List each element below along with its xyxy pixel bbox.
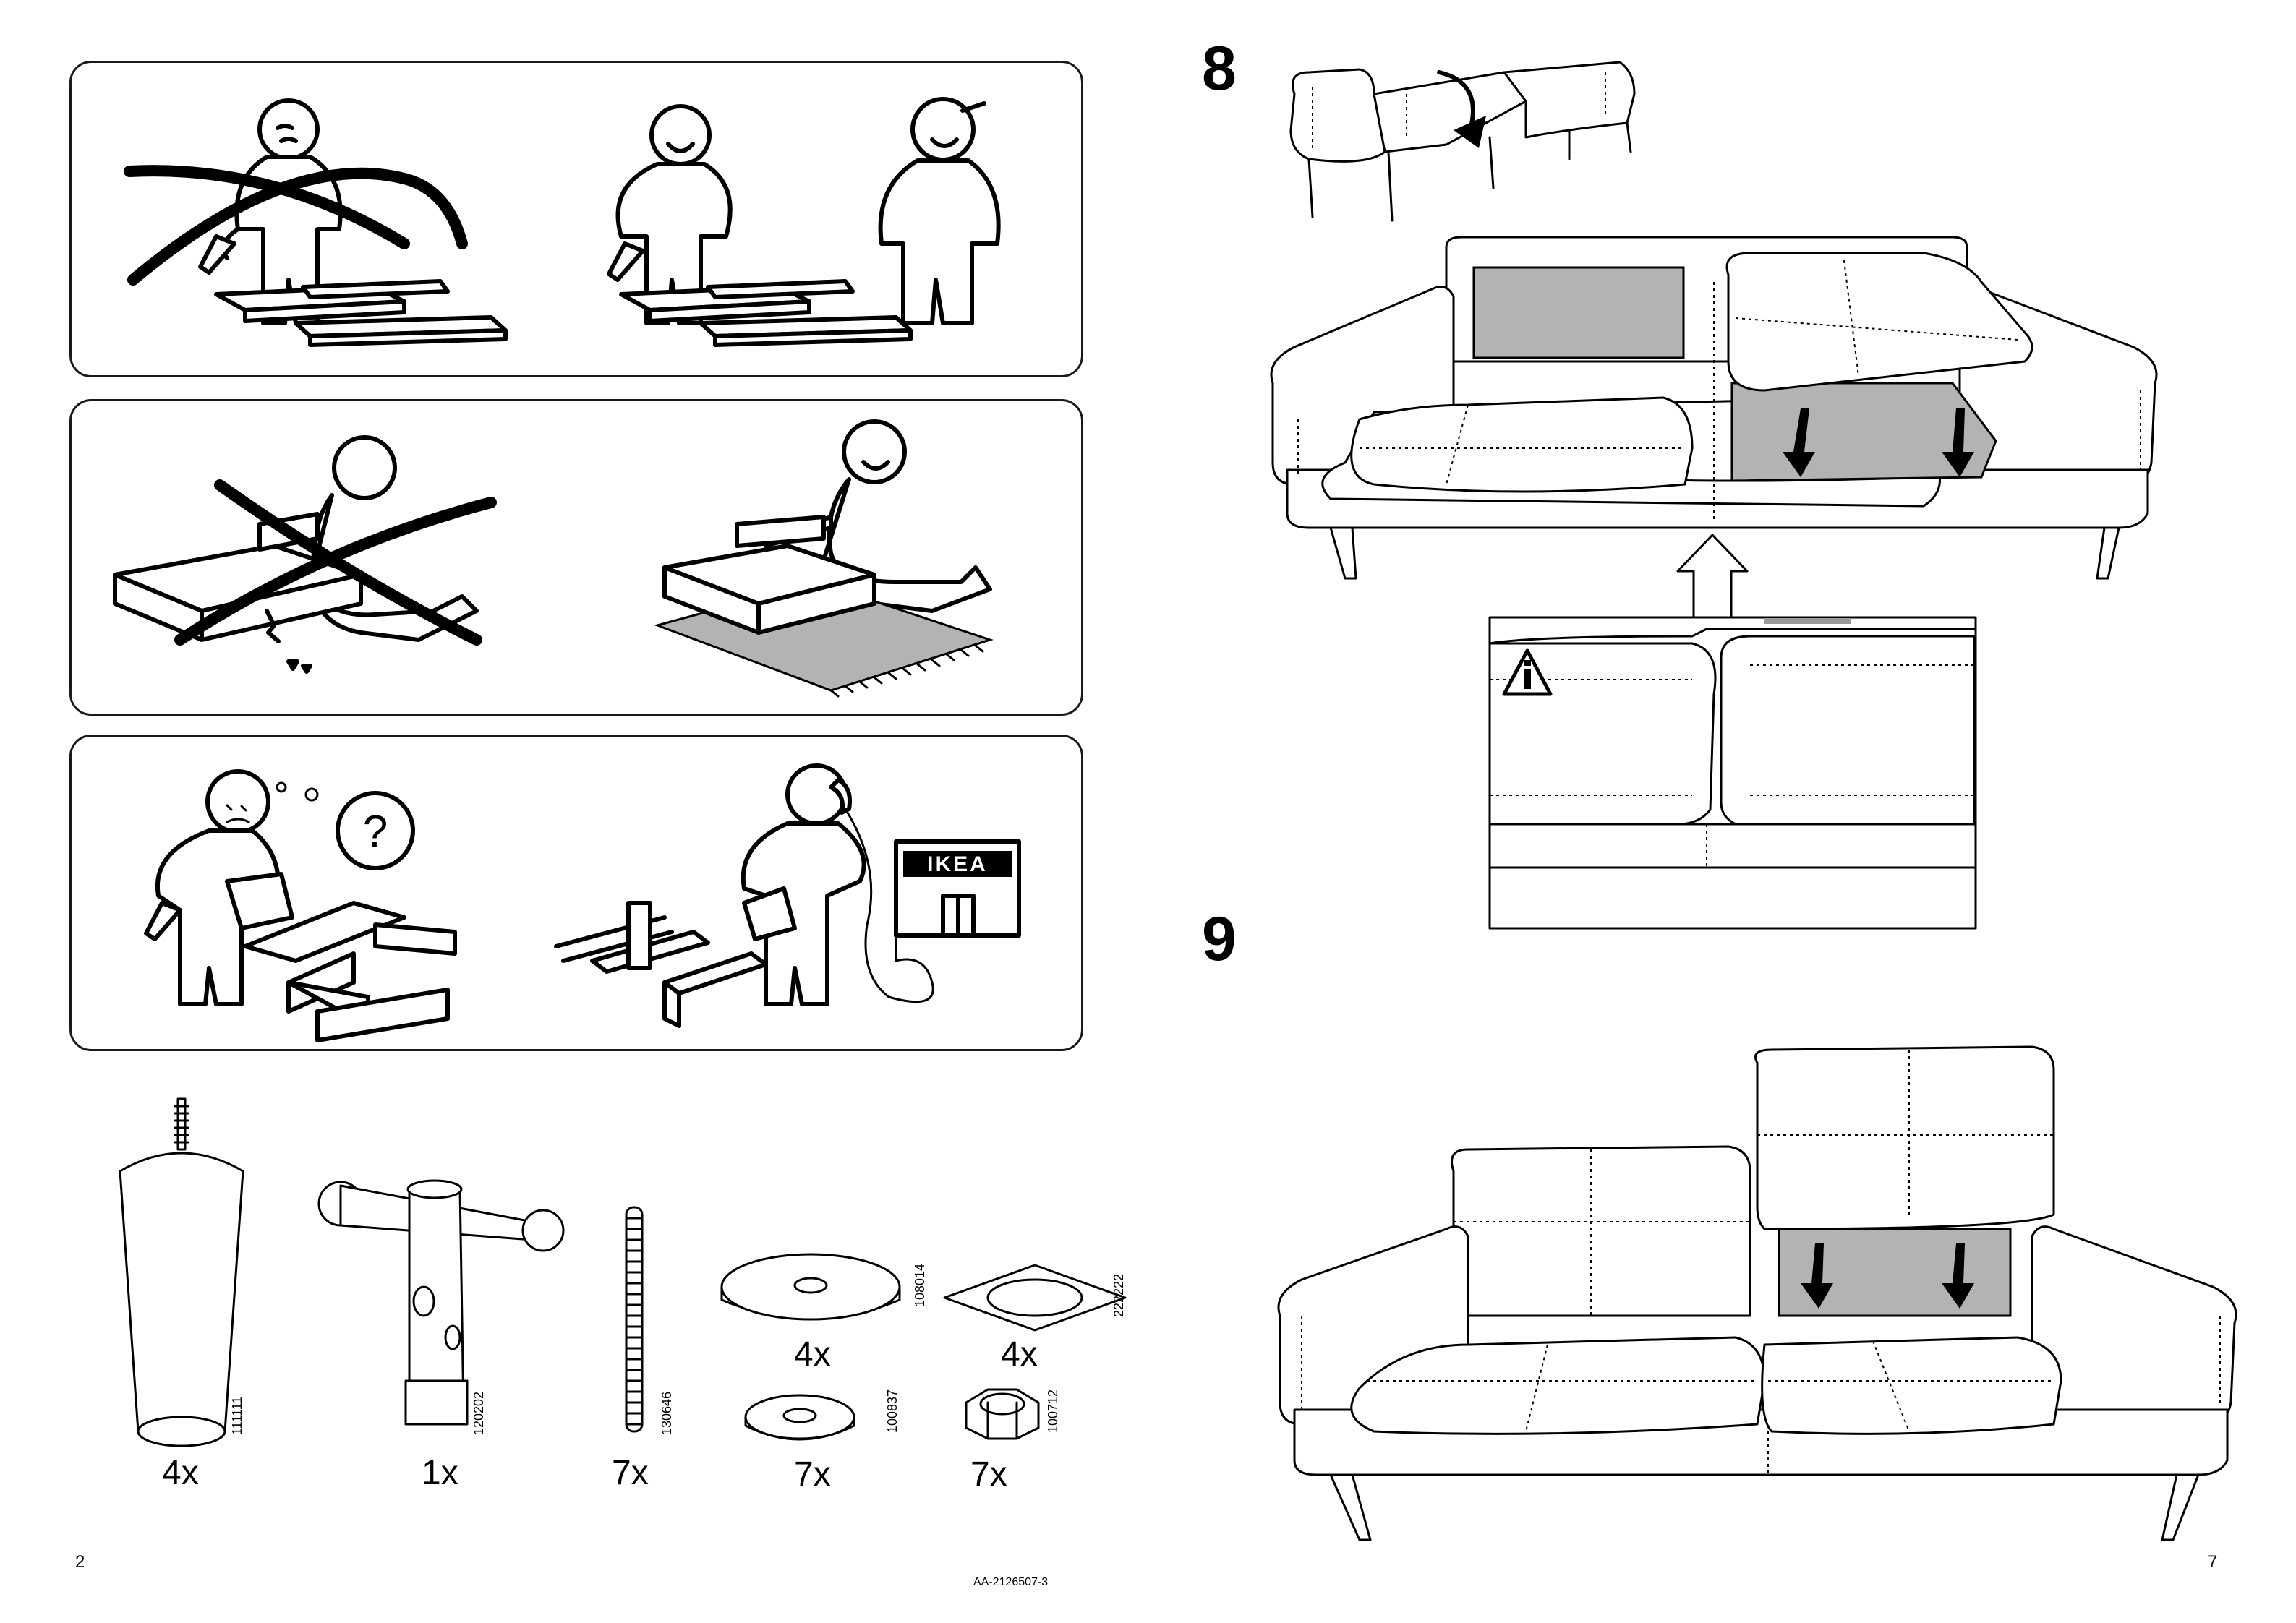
boards-left [216, 281, 505, 345]
step-9-illustration [1229, 1041, 2278, 1547]
threaded-rod-code: 130646 [660, 1392, 675, 1435]
panel-protect-floor [69, 399, 1083, 716]
large-washer-illustration [722, 1254, 900, 1319]
sofa-step-9 [1279, 1047, 2236, 1540]
question-mark: ? [363, 807, 388, 857]
pad-illustration [944, 1265, 1125, 1330]
box-spanner-quantity: 1x [422, 1453, 458, 1493]
nut-code: 100712 [1046, 1389, 1061, 1433]
leg-quantity: 4x [162, 1453, 199, 1493]
page-number-right: 7 [2208, 1552, 2217, 1572]
frame-damaged [115, 514, 361, 672]
threaded-rod-quantity: 7x [612, 1453, 649, 1493]
washer-illustration [746, 1395, 854, 1439]
box-spanner-code: 120202 [471, 1392, 487, 1435]
store-sign: IKEA [927, 852, 988, 876]
step-9-number: 9 [1202, 904, 1237, 975]
panel-2-illustration [72, 401, 1085, 718]
pad-code: 222222 [1111, 1274, 1127, 1317]
panel-prepare-space [69, 61, 1083, 377]
leg-code: 111111 [230, 1397, 245, 1435]
panel-1-illustration [72, 63, 1085, 380]
parts-pile-right [556, 903, 766, 1026]
panel-contact-store: ? IKEA [69, 735, 1083, 1051]
page-number-left: 2 [75, 1552, 85, 1572]
box-spanner-illustration [319, 1181, 563, 1424]
nut-illustration [966, 1389, 1038, 1439]
large-washer-quantity: 4x [794, 1335, 831, 1374]
document-id: AA-2126507-3 [973, 1576, 1048, 1589]
leg-illustration [120, 1099, 243, 1446]
info-detail-box [1490, 617, 1976, 928]
pad-quantity: 4x [1001, 1335, 1038, 1374]
large-washer-code: 108014 [913, 1264, 928, 1307]
step-8-illustration [1229, 43, 2278, 962]
figure-confused [146, 771, 317, 1004]
nut-quantity: 7x [970, 1455, 1007, 1494]
washer-quantity: 7x [794, 1455, 831, 1494]
arrow-up-outline-icon [1678, 535, 1747, 617]
sofa-step-8 [1271, 237, 2156, 578]
panel-3-illustration: ? IKEA [72, 737, 1085, 1053]
threaded-rod-illustration [626, 1207, 642, 1431]
boards-right [621, 281, 910, 345]
store-box: IKEA [896, 842, 1019, 935]
parts-pile-left [245, 903, 455, 1040]
question-bubble: ? [338, 793, 413, 868]
washer-code: 100837 [885, 1389, 900, 1433]
